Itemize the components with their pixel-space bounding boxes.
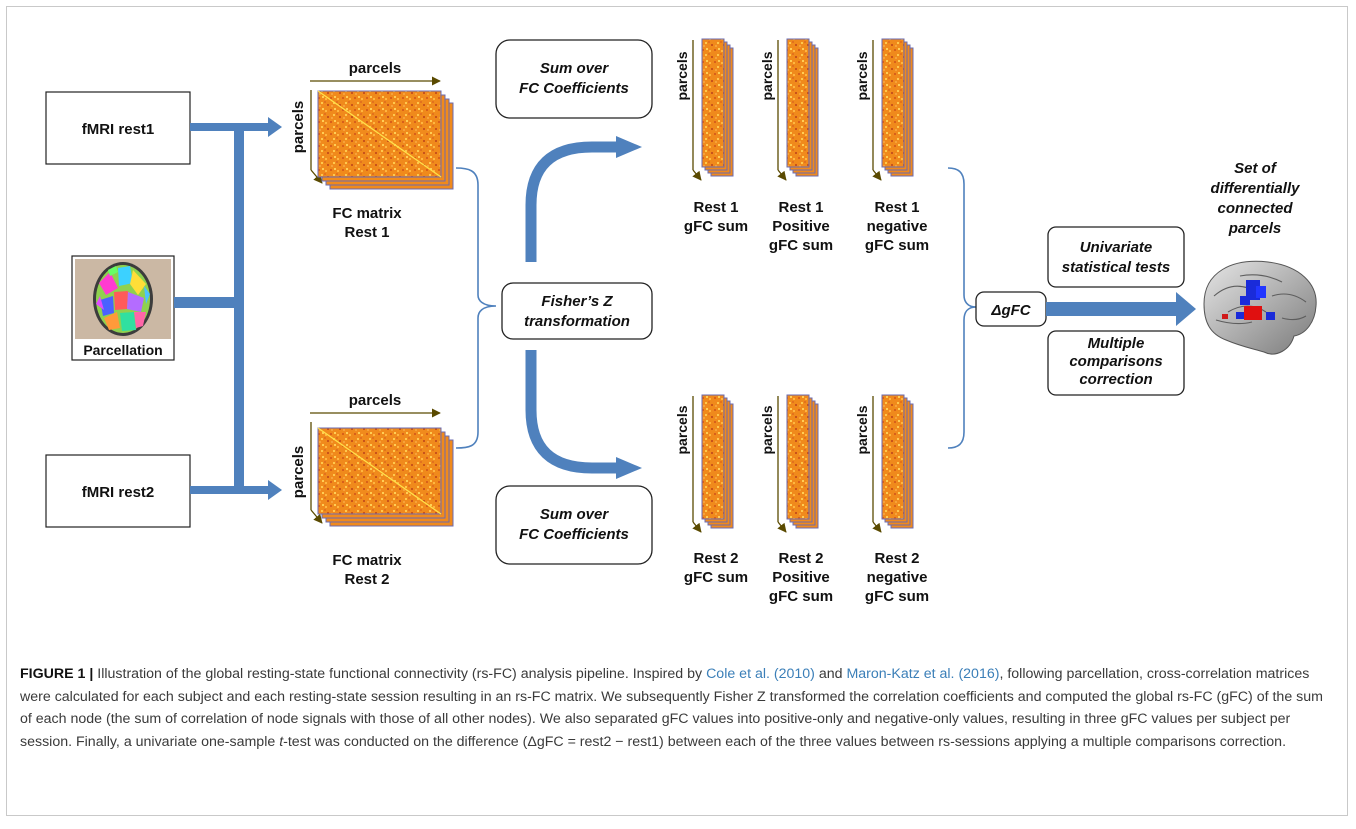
fmri-rest1-box: fMRI rest1 <box>45 91 191 165</box>
matrix-top-label-2: Rest 1 <box>344 224 389 241</box>
parcellation-brain-icon <box>93 262 153 336</box>
vector-bracket <box>947 167 977 449</box>
vector-axis-label: parcels <box>854 51 870 100</box>
caption-text-2: and <box>814 666 847 682</box>
fisher-arrow-top-head <box>616 136 642 158</box>
vector-axis-label: parcels <box>759 51 775 100</box>
vector-rest1-pos-l1: Rest 1 <box>778 199 823 216</box>
matrix-bottom-label-2: Rest 2 <box>344 571 389 588</box>
result-label-2: differentially <box>1211 180 1301 197</box>
sum-fc-box-bottom: Sum over FC Coefficients <box>495 485 653 565</box>
fc-matrix-top: parcels parcels FC matrix Rest 1 <box>290 60 454 241</box>
vector-rest2-pos-l1: Rest 2 <box>778 550 823 567</box>
caption-text-1: Illustration of the global resting-state… <box>93 666 707 682</box>
input-connector <box>174 117 282 500</box>
vector-rest1-negative: parcels Rest 1 negative gFC sum <box>854 38 929 254</box>
vector-rest2-negative: parcels Rest 2 negative gFC sum <box>854 394 929 605</box>
figure-frame <box>6 6 1348 816</box>
vector-rest2-gfc-l2: gFC sum <box>684 569 748 586</box>
univariate-label-2: statistical tests <box>1062 259 1170 276</box>
result-label-4: parcels <box>1228 220 1282 237</box>
matrix-bottom-label-1: FC matrix <box>332 552 402 569</box>
matrix-bracket <box>455 167 497 449</box>
vector-rest1-pos-l2: Positive <box>772 218 830 235</box>
univariate-box: Univariate statistical tests <box>1047 226 1185 288</box>
matrix-bottom-xaxis-label: parcels <box>349 392 402 409</box>
vector-rest1-neg-l3: gFC sum <box>865 237 929 254</box>
fisher-arrows <box>525 141 618 474</box>
delta-gfc-box: ΔgFC <box>975 291 1047 327</box>
matrix-top-yaxis-label: parcels <box>290 101 307 154</box>
fisher-z-box: Fisher’s Z transformation <box>501 282 653 340</box>
fc-matrix-bottom: parcels parcels FC matrix Rest 2 <box>290 392 454 588</box>
sum-bottom-label-2: FC Coefficients <box>519 526 629 543</box>
sum-top-label-2: FC Coefficients <box>519 80 629 97</box>
vector-rest1-neg-l1: Rest 1 <box>874 199 919 216</box>
vector-rest2-neg-l2: negative <box>867 569 928 586</box>
multiple-label-1: Multiple <box>1088 335 1145 352</box>
sum-fc-box-top: Sum over FC Coefficients <box>495 39 653 119</box>
vector-rest2-positive: parcels Rest 2 Positive gFC sum <box>759 394 833 605</box>
univariate-label-1: Univariate <box>1080 239 1153 256</box>
vector-rest1-gfc-l1: Rest 1 <box>693 199 738 216</box>
matrix-top-xaxis-label: parcels <box>349 60 402 77</box>
matrix-bottom-yaxis-label: parcels <box>290 446 307 499</box>
matrix-top-label-1: FC matrix <box>332 205 402 222</box>
vector-rest2-gfc-l1: Rest 2 <box>693 550 738 567</box>
vector-axis-label: parcels <box>674 405 690 454</box>
vector-axis-label: parcels <box>854 405 870 454</box>
caption-text-4: -test was conducted on the difference (Δ… <box>283 733 1287 750</box>
sum-top-label-1: Sum over <box>540 60 610 77</box>
multiple-label-2: comparisons <box>1069 353 1162 370</box>
sum-bottom-label-1: Sum over <box>540 506 610 523</box>
result-label-3: connected <box>1217 200 1293 217</box>
vector-rest1-positive: parcels Rest 1 Positive gFC sum <box>759 38 833 254</box>
delta-gfc-label: ΔgFC <box>990 302 1031 319</box>
fmri-rest1-label: fMRI rest1 <box>82 121 155 138</box>
fmri-rest2-label: fMRI rest2 <box>82 484 155 501</box>
vector-rest1-pos-l3: gFC sum <box>769 237 833 254</box>
brain-result-icon <box>1203 260 1317 355</box>
vector-rest2-neg-l1: Rest 2 <box>874 550 919 567</box>
fisher-arrow-bottom-head <box>616 457 642 479</box>
result-arrow-shaft <box>1046 302 1178 316</box>
vector-axis-label: parcels <box>759 405 775 454</box>
caption-text-3: , following parcellation, cross-correlat… <box>20 666 1323 750</box>
pipeline-diagram: fMRI rest1 fMRI rest2 Parcellation <box>45 38 1317 605</box>
parcellation-label: Parcellation <box>83 342 162 358</box>
result-arrow-head <box>1176 292 1196 326</box>
result-title: Set of differentially connected parcels <box>1211 160 1301 237</box>
result-label-1: Set of <box>1234 160 1278 177</box>
vector-rest1-gfc: parcels Rest 1 gFC sum <box>674 38 748 235</box>
vector-rest1-neg-l2: negative <box>867 218 928 235</box>
vector-axis-label: parcels <box>674 51 690 100</box>
vector-rest2-neg-l3: gFC sum <box>865 588 929 605</box>
vector-rest2-pos-l3: gFC sum <box>769 588 833 605</box>
figure-caption: FIGURE 1 | Illustration of the global re… <box>20 663 1335 753</box>
multiple-comparisons-box: Multiple comparisons correction <box>1047 330 1185 396</box>
fisher-label-1: Fisher’s Z <box>541 293 613 310</box>
fmri-rest2-box: fMRI rest2 <box>45 454 191 528</box>
caption-ref-cole[interactable]: Cole et al. (2010) <box>706 666 815 682</box>
multiple-label-3: correction <box>1079 371 1152 388</box>
caption-figure-label: FIGURE 1 | <box>20 666 94 682</box>
vector-rest2-gfc: parcels Rest 2 gFC sum <box>674 394 748 586</box>
caption-ref-maron-katz[interactable]: Maron-Katz et al. (2016) <box>846 666 1000 682</box>
vector-rest1-gfc-l2: gFC sum <box>684 218 748 235</box>
caption-t-italic: t <box>279 733 284 750</box>
fisher-label-2: transformation <box>524 313 630 330</box>
parcellation-box: Parcellation <box>71 255 175 361</box>
vector-rest2-pos-l2: Positive <box>772 569 830 586</box>
